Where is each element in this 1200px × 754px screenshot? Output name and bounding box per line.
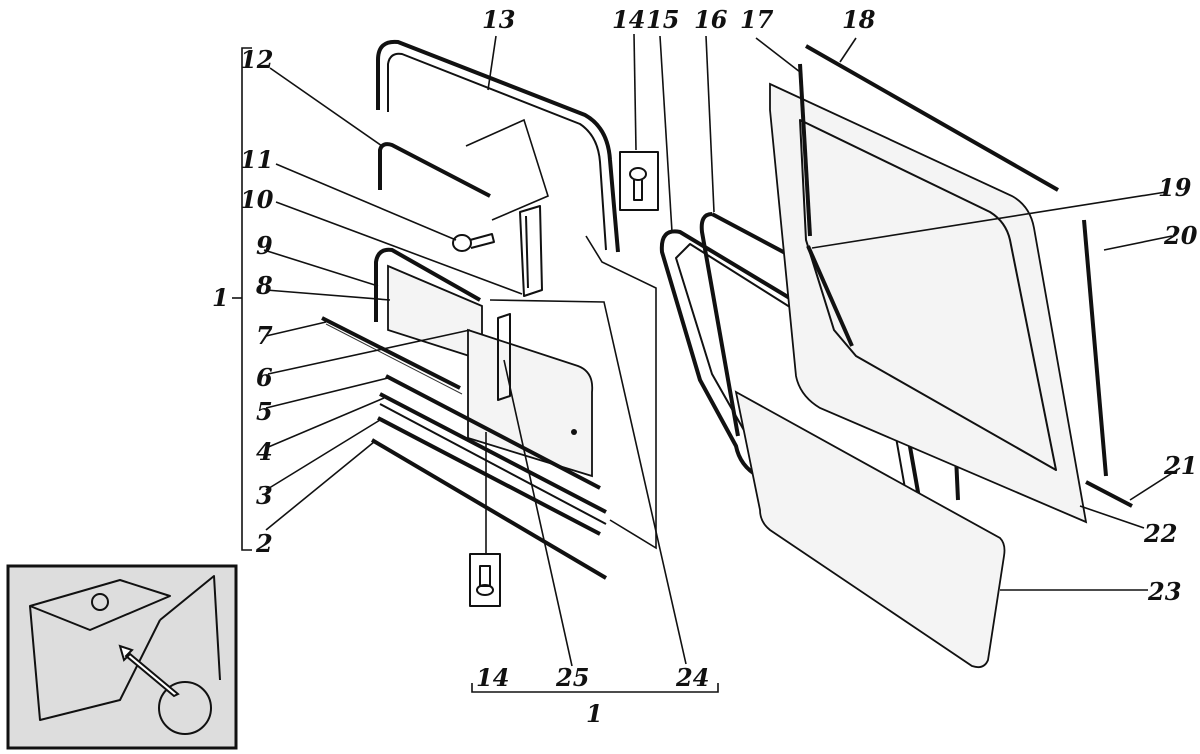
- part-12-arch-rubber: [378, 142, 491, 198]
- callout-1-bottom: 1: [586, 699, 603, 728]
- callout-23: 23: [1147, 577, 1181, 606]
- callout-20: 20: [1163, 221, 1198, 250]
- callout-7: 7: [256, 321, 273, 350]
- callout-12: 12: [240, 45, 273, 74]
- part-2-rail: [370, 438, 608, 580]
- part-6-glass-knob: [571, 429, 577, 435]
- inset-wheel: [158, 681, 212, 735]
- leader-21: [1129, 467, 1181, 501]
- inset-cab-body: [29, 605, 161, 721]
- leader-10: [275, 201, 523, 295]
- callout-11: 11: [240, 145, 273, 174]
- inset-cab-roof: [29, 579, 171, 631]
- part-7-strip-hatch: [325, 323, 463, 395]
- part-18-strip: [805, 44, 1059, 192]
- leader-19: [811, 191, 1167, 249]
- part-9-glass-channel: [374, 247, 481, 322]
- part-5-rail: [385, 374, 601, 490]
- part-14-top-screw-box: [619, 151, 659, 211]
- callout-14-bottom: 14: [476, 663, 509, 692]
- assembly-bracket-bottom: [471, 683, 719, 693]
- part-13-top-seal-inner: [387, 52, 607, 251]
- leader-17: [755, 37, 801, 73]
- callout-4: 4: [256, 437, 273, 466]
- part-7-strip: [321, 316, 461, 390]
- leader-7: [265, 321, 327, 337]
- callout-14-top: 14: [612, 5, 645, 34]
- callout-22: 22: [1143, 519, 1177, 548]
- part-25-post: [497, 313, 511, 401]
- callout-21: 21: [1163, 451, 1197, 480]
- location-inset: [6, 564, 238, 750]
- leader-5: [265, 377, 389, 409]
- assembly-bracket-left: [241, 47, 252, 551]
- leader-11: [275, 163, 457, 241]
- part-3-rail: [377, 416, 601, 536]
- leader-15: [659, 35, 673, 233]
- part-23-door-panel: [734, 390, 1006, 669]
- part-6-lower-glass: [467, 328, 594, 478]
- callout-16: 16: [694, 5, 728, 34]
- leader-14-top: [633, 33, 637, 151]
- callout-5: 5: [256, 397, 273, 426]
- leader-8: [265, 289, 391, 301]
- leader-13: [487, 35, 497, 91]
- leader-16: [705, 35, 715, 213]
- leader-22: [1079, 505, 1145, 529]
- part-19-bar: [806, 245, 854, 347]
- leader-18: [839, 37, 857, 63]
- part-13-top-seal: [376, 39, 620, 253]
- part-14-bottom-screw-box: [469, 553, 501, 607]
- leader-3: [265, 419, 381, 491]
- callout-2: 2: [255, 529, 273, 558]
- part-17-strip: [798, 63, 812, 237]
- guide-line-15: [585, 235, 657, 550]
- leader-2: [265, 441, 375, 531]
- guide-line-24: [489, 299, 687, 665]
- inset-pointer-arrow: [118, 644, 180, 698]
- callout-24: 24: [675, 663, 709, 692]
- part-10-bracket: [519, 205, 543, 297]
- part-11-screw: [452, 233, 495, 252]
- part-4-rail: [379, 392, 607, 514]
- callout-6: 6: [256, 363, 273, 392]
- leader-4: [265, 397, 385, 449]
- callout-25: 25: [555, 663, 589, 692]
- guide-line-13: [465, 118, 549, 221]
- callout-8: 8: [255, 271, 273, 300]
- callout-9: 9: [256, 231, 273, 260]
- part-20-strip: [1082, 219, 1108, 477]
- part-4-rail-lower: [379, 403, 607, 525]
- leader-25: [503, 359, 573, 667]
- leader-6: [267, 329, 471, 375]
- callout-17: 17: [740, 5, 774, 34]
- part-21-strip: [1085, 480, 1133, 508]
- part-22-door-frame-window: [799, 119, 1057, 471]
- callout-13: 13: [482, 5, 515, 34]
- inset-boom: [159, 575, 221, 681]
- callout-3: 3: [256, 481, 273, 510]
- callout-10: 10: [240, 185, 274, 214]
- part-22-door-frame: [769, 82, 1088, 524]
- callout-1-left: 1: [212, 283, 229, 312]
- leader-9: [263, 249, 379, 287]
- callout-18: 18: [842, 5, 876, 34]
- callout-15: 15: [646, 5, 679, 34]
- leader-12: [269, 67, 383, 147]
- leader-20: [1103, 235, 1173, 251]
- callout-19: 19: [1158, 173, 1192, 202]
- inset-beacon: [91, 593, 109, 611]
